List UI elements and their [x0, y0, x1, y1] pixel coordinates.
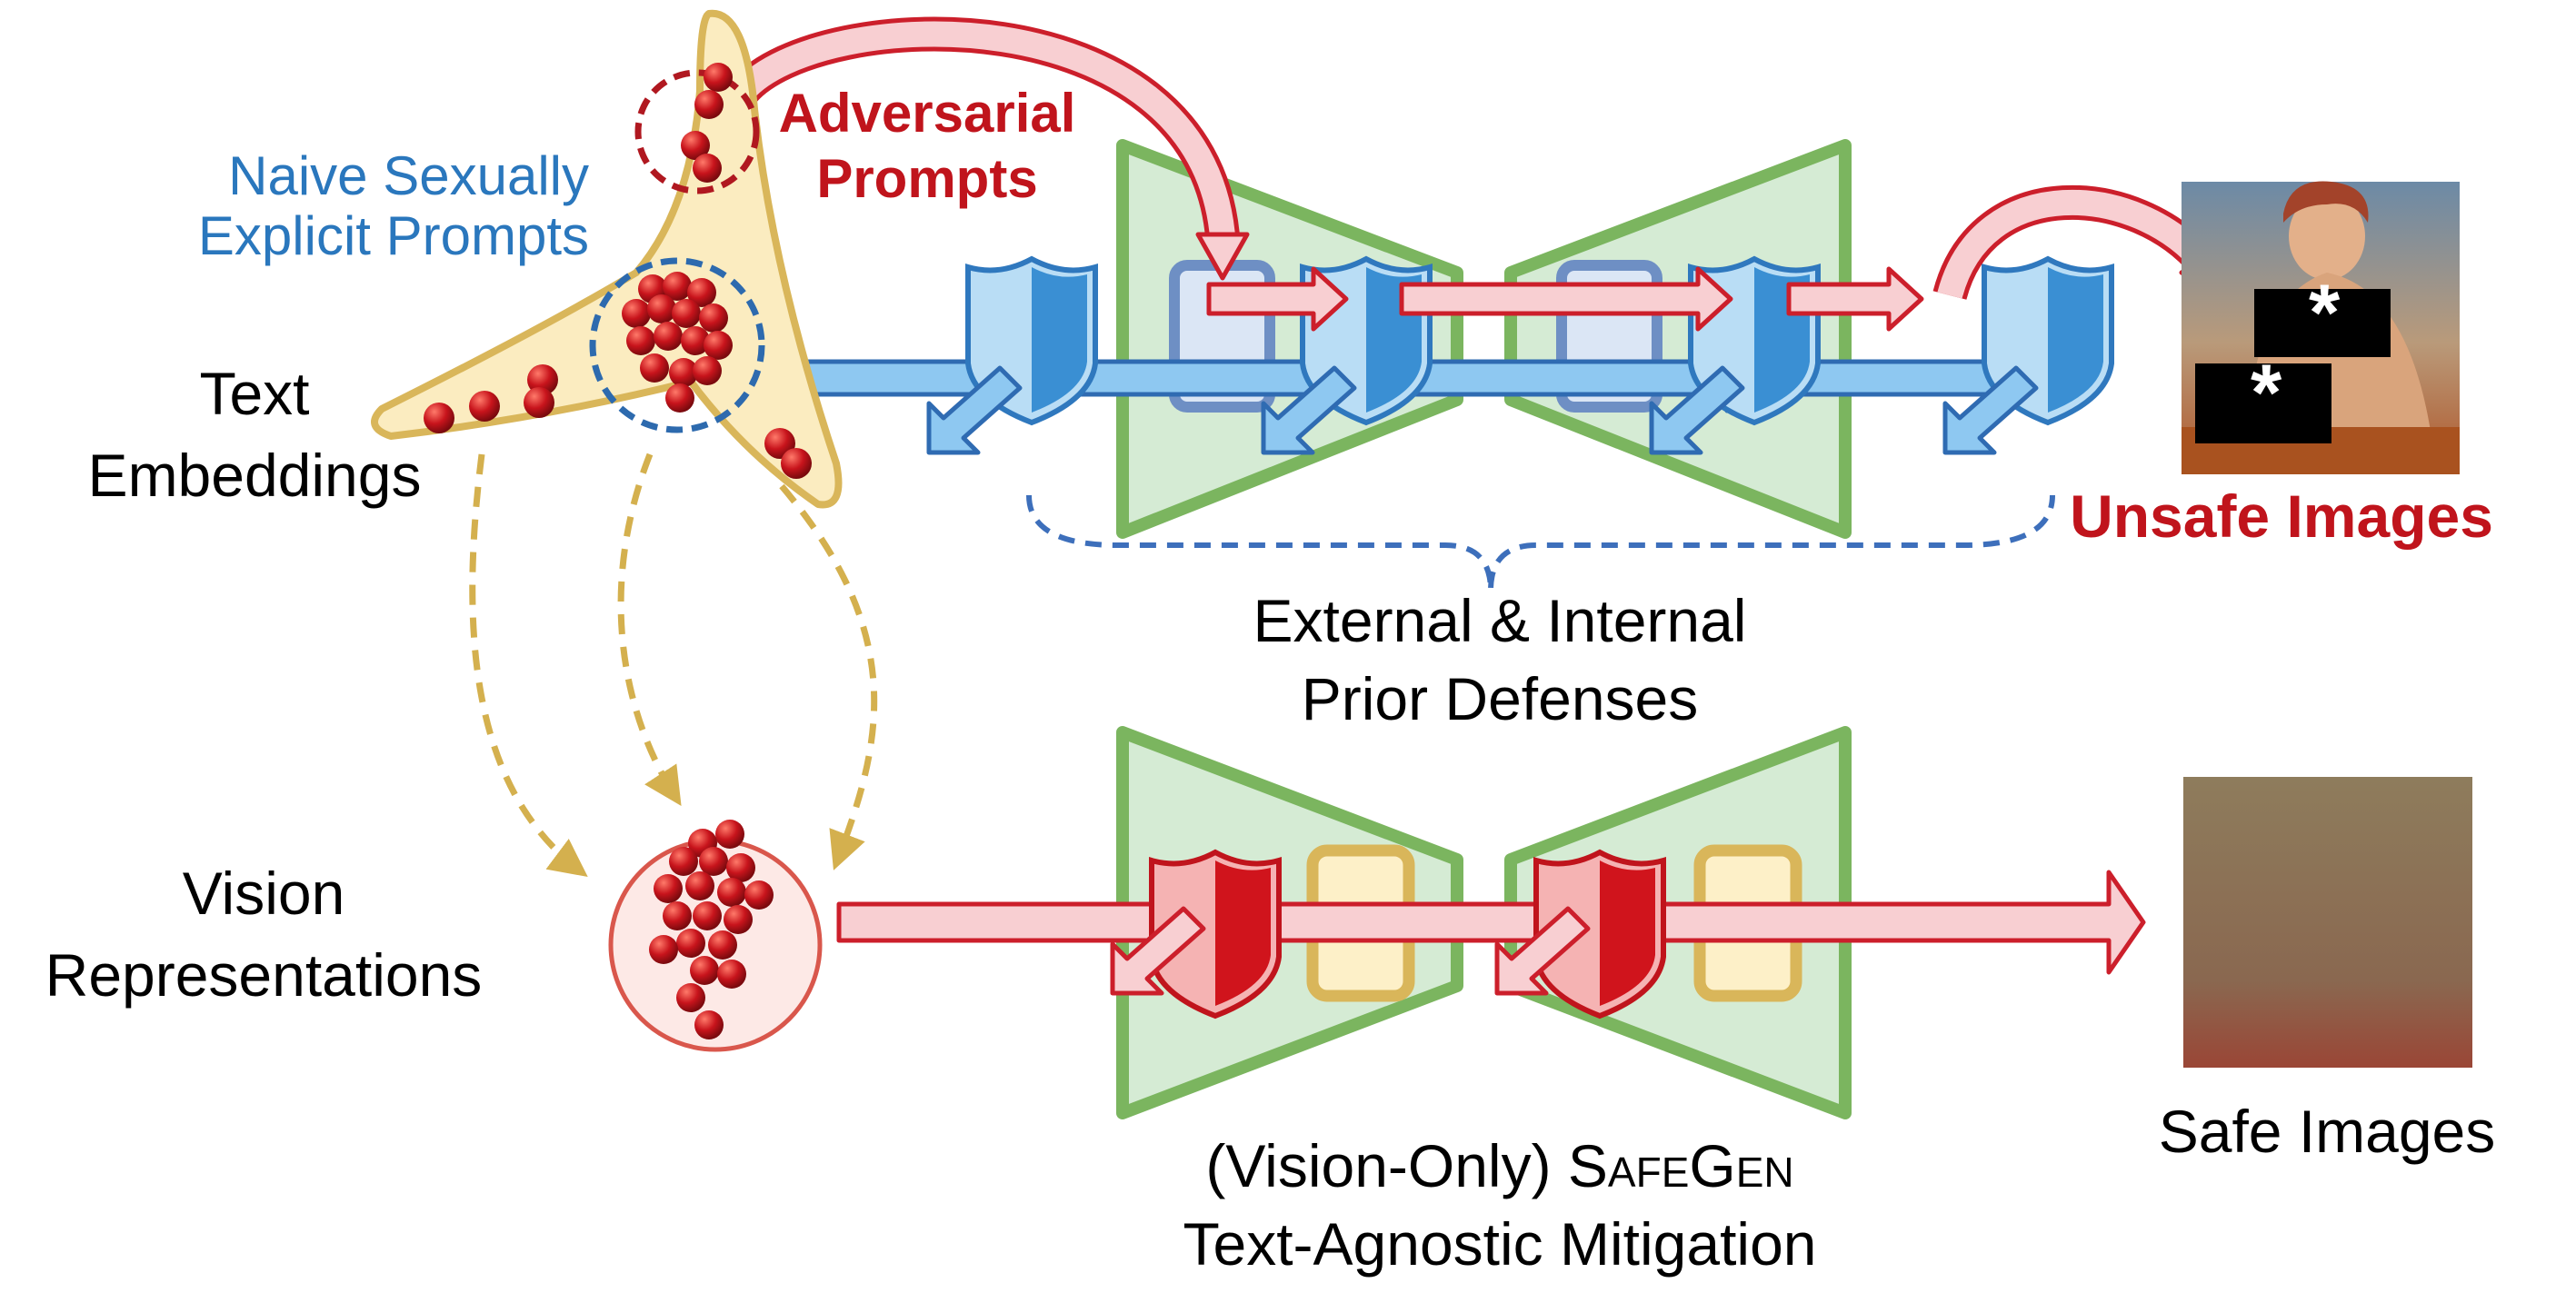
naive-prompts-label: Naive Sexually Explicit Prompts [153, 149, 589, 264]
adversarial-cluster [634, 69, 760, 194]
prior-line1: External & Internal [1253, 587, 1747, 654]
adversarial-prompts-label: Adversarial Prompts [764, 86, 1091, 206]
embedding-dots [424, 63, 812, 479]
blue-deflect-arrows [926, 365, 2039, 455]
naive-line1: Naive Sexually [228, 145, 589, 206]
red-deflect-arrows [1110, 906, 1591, 996]
safe-image [2183, 777, 2472, 1068]
adversarial-line1: Adversarial [778, 83, 1076, 144]
vision-line1: Vision [182, 860, 345, 927]
text-embeddings-shape [371, 9, 843, 509]
unsafe-image [2182, 181, 2460, 474]
adversarial-line2: Prompts [816, 148, 1038, 209]
prior-defenses-label: External & Internal Prior Defenses [1136, 591, 1863, 729]
safegen-line2: Text-Agnostic Mitigation [1183, 1210, 1817, 1278]
vision-representations-circle [608, 820, 823, 1052]
adversarial-curve-arrow [730, 16, 1250, 281]
text-line2: Embeddings [87, 442, 422, 509]
shield-icon-safegen-2 [1533, 849, 1666, 1019]
text-line1: Text [199, 360, 310, 427]
vision-line2: Representations [45, 941, 483, 1009]
embedding-to-vision-arrows [469, 453, 878, 878]
safegen-label: (Vision-Only) SafeGen Text-Agnostic Miti… [1073, 1136, 1927, 1274]
prior-defenses-brace [1026, 494, 2055, 592]
safegen-prefix: (Vision-Only) [1205, 1132, 1568, 1199]
prior-line2: Prior Defenses [1301, 665, 1699, 732]
unsafe-images-label: Unsafe Images [2070, 482, 2493, 550]
safe-images-label: Safe Images [2158, 1098, 2496, 1165]
censor-box [2254, 289, 2391, 357]
safegen-line1: (Vision-Only) SafeGen [1073, 1136, 1927, 1196]
red-flow-arrows-top [1206, 266, 1924, 332]
safegen-name: SafeGen [1567, 1132, 1794, 1199]
red-flow-arrows-bottom [836, 870, 2146, 975]
naive-cluster [589, 257, 765, 433]
censor-mark-1: * [2309, 267, 2341, 357]
vision-representations-label: Vision Representations [0, 863, 527, 1005]
censor-mark-2: * [2251, 347, 2282, 437]
naive-line2: Explicit Prompts [197, 205, 589, 266]
shield-icon-safegen-1 [1149, 849, 1282, 1019]
text-embeddings-label: Text Embeddings [18, 363, 491, 505]
censor-box [2195, 363, 2331, 443]
